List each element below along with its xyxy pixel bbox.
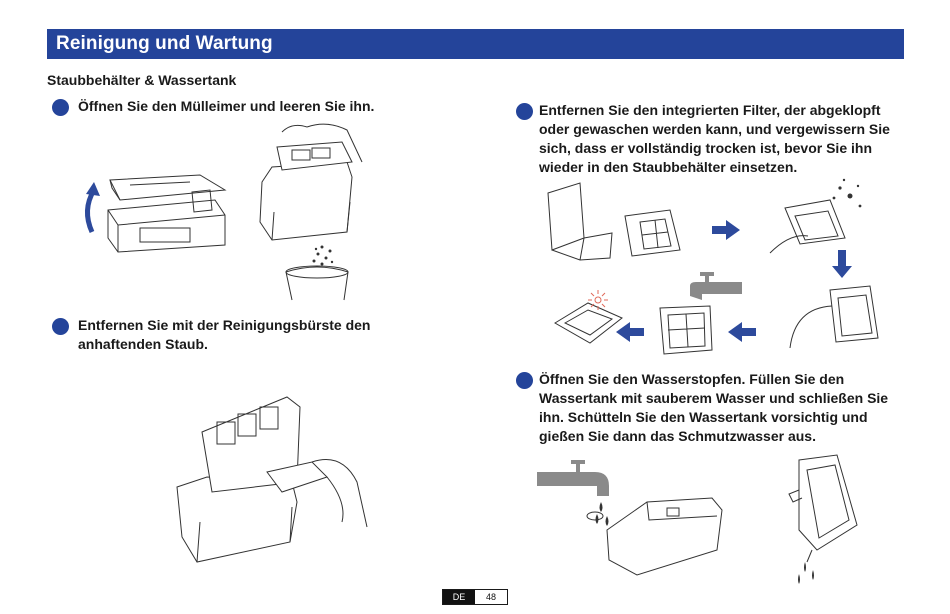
step-bullet-icon: [52, 318, 69, 335]
header-bar: Reinigung und Wartung: [47, 29, 904, 59]
page-footer: DE 48: [442, 589, 508, 605]
step-bullet-icon: [52, 99, 69, 116]
bin-empty-illustration: [259, 123, 363, 301]
page-title: Reinigung und Wartung: [56, 33, 273, 54]
step-2-text: Entfernen Sie mit der Reinigungsbürste d…: [78, 317, 371, 352]
step-4-text: Öffnen Sie den Wasserstopfen. Füllen Sie…: [539, 371, 889, 444]
bin-open-illustration: [85, 174, 227, 253]
language-label: DE: [443, 590, 475, 604]
page-number: 48: [475, 590, 507, 604]
water-tank-illustration: [537, 454, 858, 584]
section-heading: Staubbehälter & Wassertank: [47, 72, 237, 88]
step-1-text: Öffnen Sie den Mülleimer und leeren Sie …: [78, 98, 375, 114]
filter-process-illustration: [547, 178, 879, 355]
step-3-text: Entfernen Sie den integrierten Filter, d…: [539, 102, 890, 175]
step-bullet-icon: [516, 372, 533, 389]
step-bullet-icon: [516, 103, 533, 120]
brush-cleaning-illustration: [176, 396, 368, 563]
